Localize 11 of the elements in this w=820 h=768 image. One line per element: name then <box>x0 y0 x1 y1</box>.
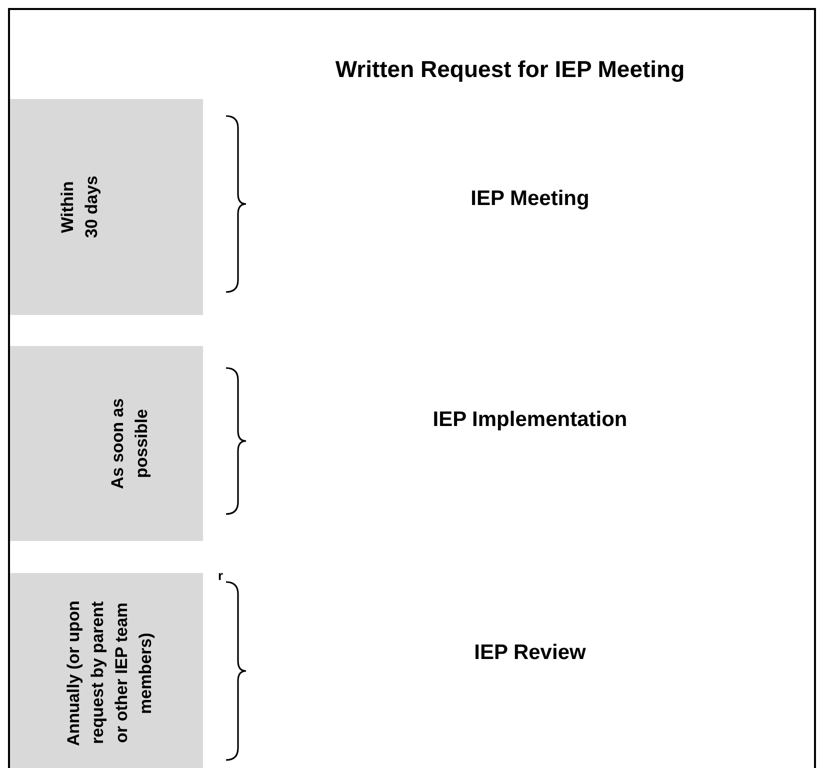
stage-label: IEP Implementation <box>432 408 628 432</box>
timeframe-box <box>10 573 203 768</box>
timeframe-text: Within 30 days <box>57 175 102 239</box>
stage-label: IEP Review <box>473 641 587 665</box>
timeframe-box <box>10 346 203 541</box>
stage-label: IEP Meeting <box>470 187 590 211</box>
title: Written Request for IEP Meeting <box>334 56 686 83</box>
timeframe-text: Annually (or upon request by parent or other IEP team members) <box>63 599 156 748</box>
timeframe-text: As soon as possible <box>107 397 152 491</box>
timeframe-box <box>10 99 203 315</box>
stray-text: r <box>218 568 224 583</box>
